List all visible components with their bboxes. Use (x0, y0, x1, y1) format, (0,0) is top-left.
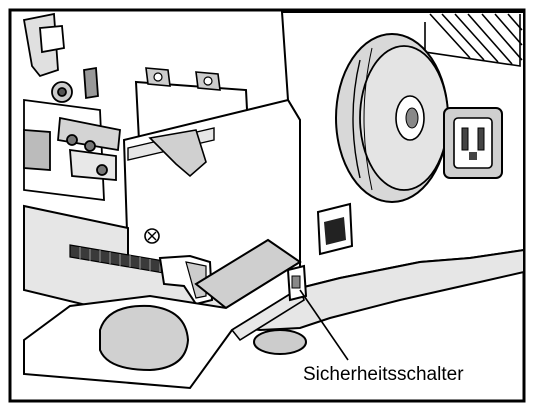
callout-label: Sicherheitsschalter (303, 364, 464, 385)
power-socket (443, 107, 503, 179)
open-cover (23, 238, 305, 390)
hand-wheel (335, 33, 449, 203)
machine-foot (253, 329, 307, 355)
thread-mechanism (22, 12, 121, 202)
power-switch (316, 202, 354, 256)
callout-leader-line (299, 289, 349, 361)
front-panel (122, 98, 301, 294)
cooling-vents (424, 13, 523, 67)
